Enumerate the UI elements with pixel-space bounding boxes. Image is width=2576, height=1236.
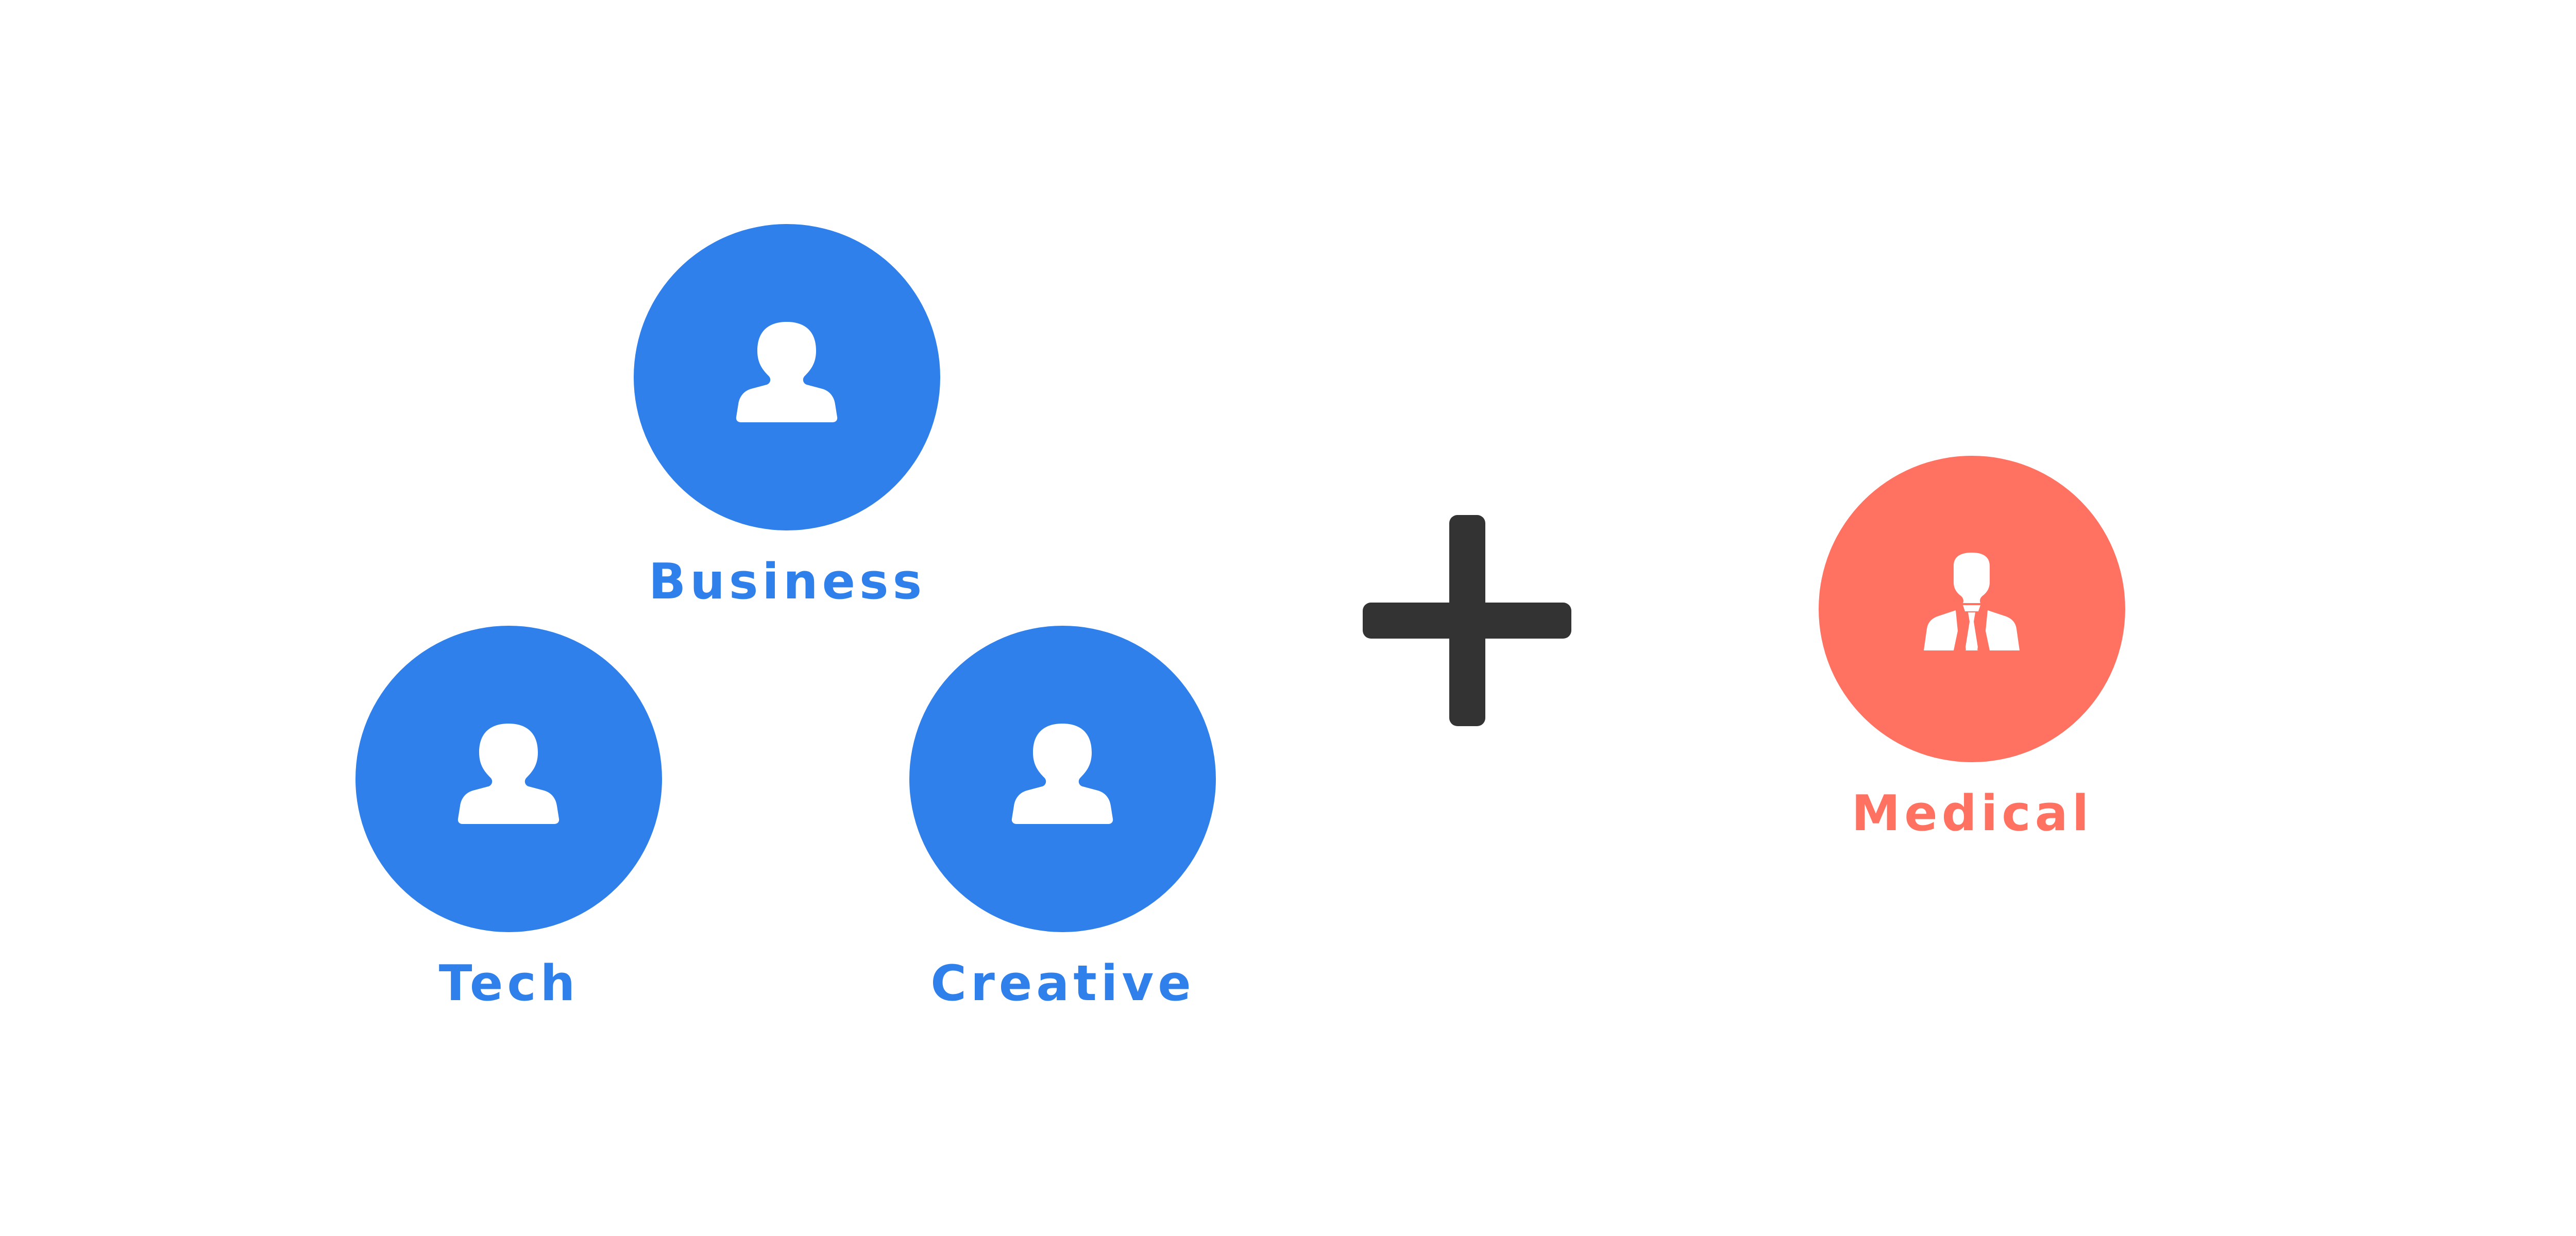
person-icon [457, 724, 560, 824]
doctor-icon [1924, 553, 2020, 651]
business-circle [634, 224, 940, 530]
tech-label: Tech [438, 955, 580, 1012]
creative-circle [909, 626, 1216, 932]
medical-circle [1819, 456, 2125, 762]
plus-icon [1363, 515, 1571, 726]
business-label: Business [648, 554, 926, 610]
creative-label: Creative [930, 955, 1195, 1012]
tech-circle [355, 626, 662, 932]
medical-label: Medical [1851, 785, 2093, 842]
person-icon [1011, 724, 1113, 824]
person-icon [736, 322, 838, 422]
